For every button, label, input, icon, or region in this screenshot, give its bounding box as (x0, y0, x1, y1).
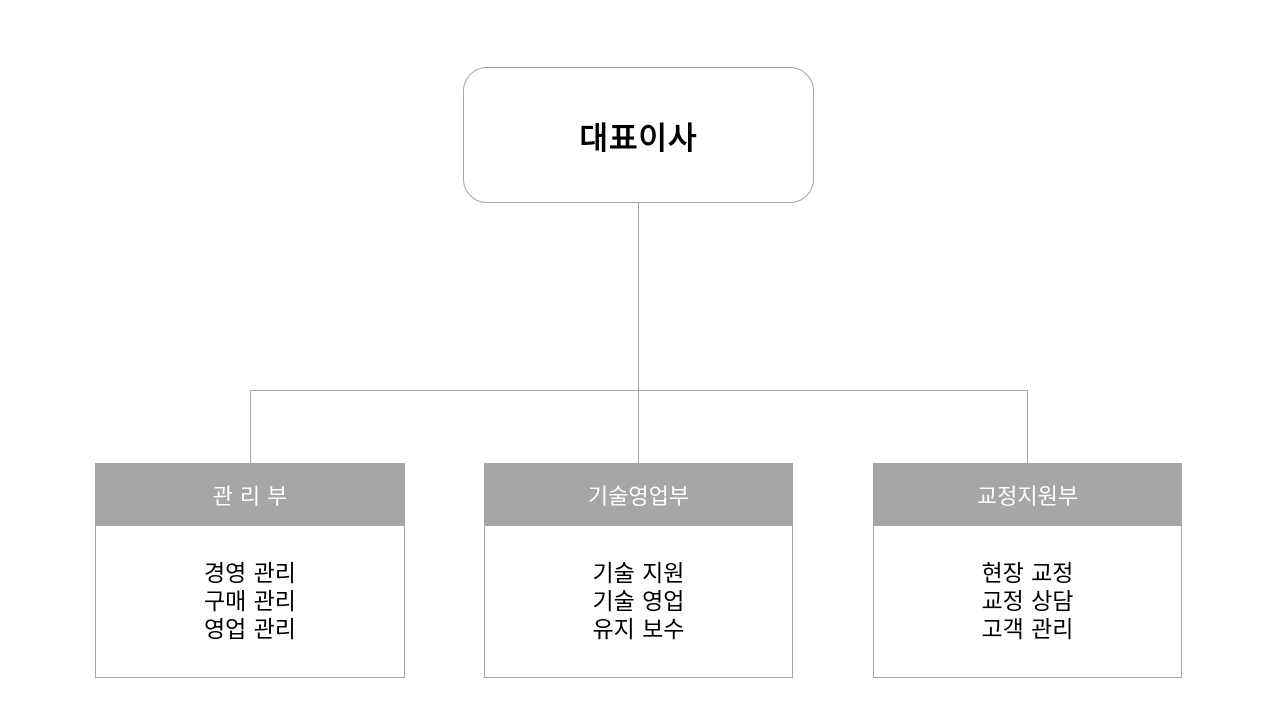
department-duties: 기술 지원 기술 영업 유지 보수 (485, 526, 792, 677)
department-name: 기술영업부 (587, 485, 690, 510)
department-duties: 현장 교정 교정 상담 고객 관리 (874, 526, 1181, 677)
duty-item: 교정 상담 (981, 588, 1074, 615)
department-header: 교정지원부 (874, 464, 1181, 526)
duty-item: 경영 관리 (204, 560, 296, 587)
department-duties: 경영 관리 구매 관리 영업 관리 (96, 526, 404, 677)
ceo-title: 대표이사 (579, 120, 698, 157)
department-header: 기술영업부 (485, 464, 792, 526)
duty-item: 유지 보수 (592, 616, 685, 643)
department-node-calibration: 교정지원부 현장 교정 교정 상담 고객 관리 (873, 463, 1182, 678)
duty-item: 고객 관리 (981, 616, 1074, 643)
ceo-node: 대표이사 (463, 67, 814, 203)
duty-item: 기술 지원 (592, 560, 685, 587)
duty-item: 구매 관리 (204, 588, 296, 615)
duty-item: 기술 영업 (592, 588, 685, 615)
duty-item: 영업 관리 (204, 616, 296, 643)
department-name: 교정지원부 (976, 485, 1079, 510)
department-node-admin: 관 리 부 경영 관리 구매 관리 영업 관리 (95, 463, 405, 678)
department-header: 관 리 부 (96, 464, 404, 526)
duty-item: 현장 교정 (981, 560, 1074, 587)
department-name: 관 리 부 (212, 485, 288, 510)
department-node-tech-sales: 기술영업부 기술 지원 기술 영업 유지 보수 (484, 463, 793, 678)
